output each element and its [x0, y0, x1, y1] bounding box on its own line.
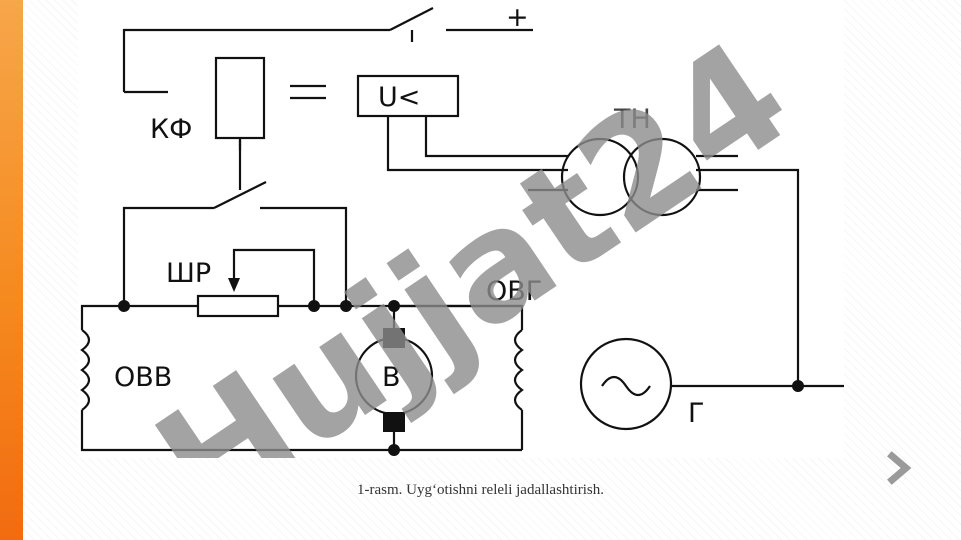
- junction-dot: [792, 380, 804, 392]
- junction-dot: [388, 300, 400, 312]
- label-ovg: ОВГ: [486, 276, 542, 307]
- wire-ovg-top: [394, 304, 524, 330]
- label-shr: ШР: [166, 258, 211, 289]
- rheostat-body: [196, 294, 280, 318]
- junction-dot: [308, 300, 320, 312]
- transformer-coil-1: [560, 137, 640, 217]
- relay-kf-coil: [214, 56, 266, 140]
- exciter-brush-top: [383, 328, 405, 348]
- switch-2-blade: [213, 181, 267, 209]
- switch-top-blade: [389, 7, 434, 31]
- generator-circle: [579, 337, 673, 431]
- rheostat-wiper-wire: [232, 248, 316, 306]
- label-ovv: ОВВ: [114, 362, 172, 393]
- junction-dot: [118, 300, 130, 312]
- label-u-less: U<: [378, 82, 420, 113]
- circuit-svg: + КФ U< ТН ШР ОВГ ОВВ В Г Hujjat24: [80, 2, 844, 458]
- wire-u-right: [424, 116, 568, 158]
- wire-tn-out: [696, 168, 800, 386]
- junction-dot: [340, 300, 352, 312]
- junctions: [118, 278, 804, 456]
- relay-voltage-box: [356, 74, 460, 118]
- label-kf: КФ: [150, 114, 192, 145]
- accent-bar: [0, 0, 23, 540]
- next-slide-button[interactable]: [880, 448, 920, 488]
- generator-sine: [601, 375, 651, 397]
- wires: [80, 7, 844, 452]
- watermark-text: Hujjat24: [127, 8, 819, 458]
- transformer-coil-2: [622, 137, 702, 217]
- exciter-brush-bottom: [383, 412, 405, 432]
- label-plus: +: [506, 2, 529, 33]
- label-tn: ТН: [613, 104, 651, 135]
- rheostat-arrow: [228, 278, 240, 292]
- wire-switch-left: [122, 206, 214, 306]
- wire-bottom-bus: [80, 410, 522, 452]
- wire-switch-right: [260, 206, 348, 306]
- chevron-right-icon: [887, 451, 912, 485]
- junction-dot: [388, 444, 400, 456]
- label-exciter: В: [382, 362, 401, 393]
- figure-caption: 1-rasm. Uyg‘otishni releli jadallashtiri…: [356, 482, 605, 498]
- labels: + КФ U< ТН ШР ОВГ ОВВ В Г: [114, 2, 704, 429]
- watermark: Hujjat24: [127, 8, 819, 458]
- ovv-coil: [80, 329, 91, 411]
- wire-ovv-top: [80, 304, 124, 330]
- wire-u-left: [386, 116, 568, 172]
- circuit-diagram: + КФ U< ТН ШР ОВГ ОВВ В Г Hujjat24: [78, 0, 844, 458]
- ovg-coil: [513, 329, 524, 411]
- wire-top-left: [122, 28, 390, 92]
- label-generator: Г: [688, 398, 704, 429]
